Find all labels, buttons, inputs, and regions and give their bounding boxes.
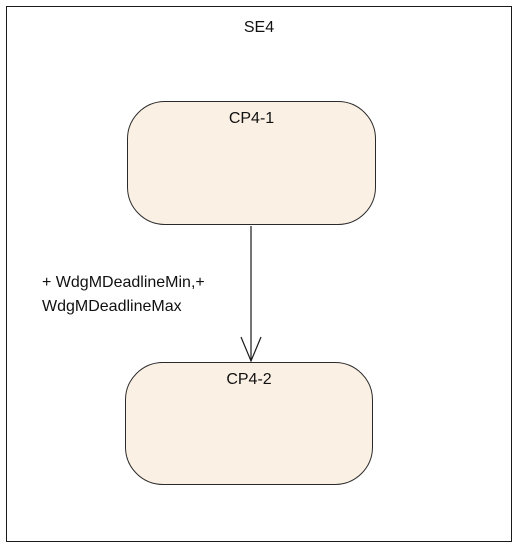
state-cp4-1[interactable]: CP4-1 xyxy=(127,101,376,225)
state-cp4-2[interactable]: CP4-2 xyxy=(125,362,373,485)
transition-label: + WdgMDeadlineMin,+ WdgMDeadlineMax xyxy=(42,271,205,319)
transition-label-line2: WdgMDeadlineMax xyxy=(42,298,182,315)
state-label: CP4-2 xyxy=(226,371,272,388)
state-label: CP4-1 xyxy=(228,110,275,127)
frame-title: SE4 xyxy=(243,19,275,36)
transition-label-line1: + WdgMDeadlineMin,+ xyxy=(42,274,205,291)
